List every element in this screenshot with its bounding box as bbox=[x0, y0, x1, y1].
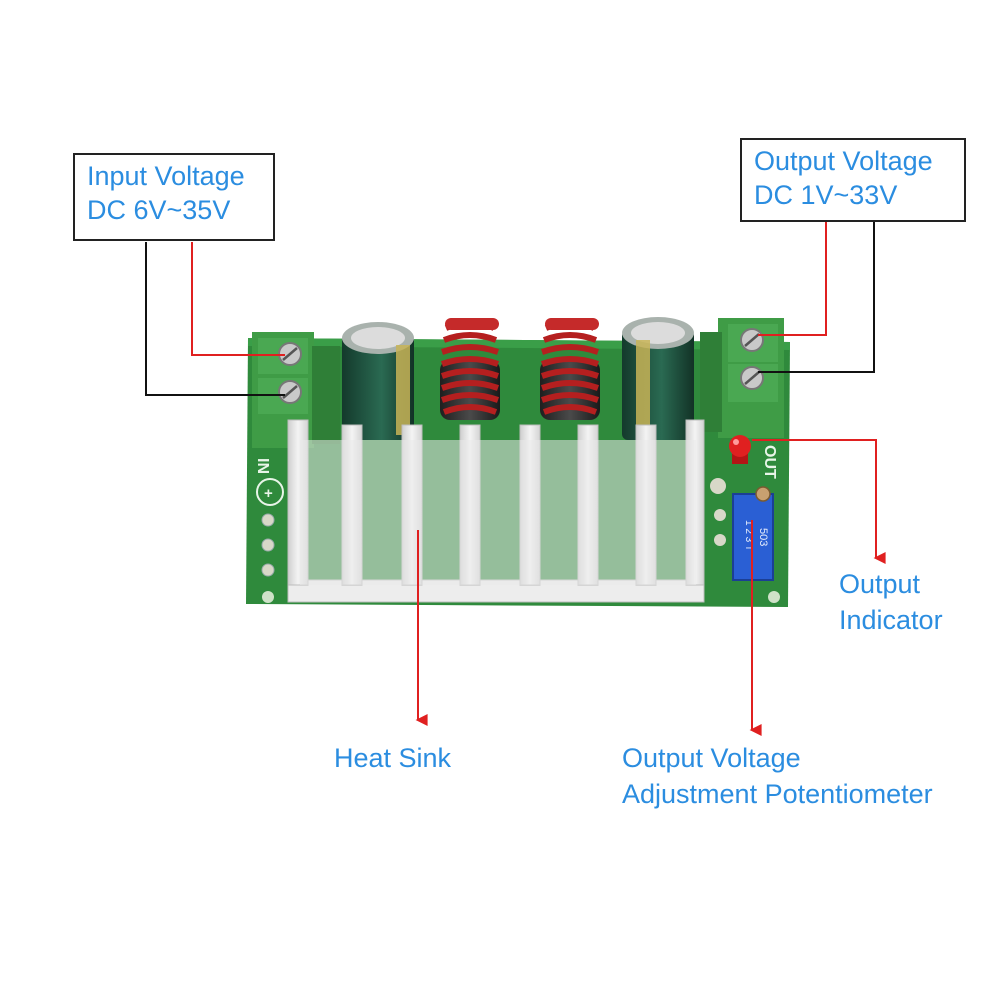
output-voltage-title: Output Voltage bbox=[754, 146, 933, 176]
inductor-left bbox=[440, 318, 500, 420]
svg-text:+: + bbox=[264, 485, 273, 502]
output-capacitor bbox=[622, 317, 694, 440]
output-indicator-line1: Output bbox=[839, 569, 921, 599]
inductor-right bbox=[540, 318, 600, 420]
input-pointer-lines bbox=[145, 242, 285, 396]
heat-sink-text: Heat Sink bbox=[334, 743, 452, 773]
potentiometer-line2: Adjustment Potentiometer bbox=[622, 779, 933, 809]
potentiometer-label: Output Voltage Adjustment Potentiometer bbox=[622, 740, 933, 812]
output-voltage-range: DC 1V~33V bbox=[754, 180, 898, 210]
input-voltage-range: DC 6V~35V bbox=[87, 195, 231, 225]
output-indicator-line2: Indicator bbox=[839, 605, 943, 635]
heat-sink bbox=[287, 419, 705, 603]
output-pointer-lines bbox=[758, 222, 875, 373]
input-voltage-title: Input Voltage bbox=[87, 161, 245, 191]
input-voltage-label: Input Voltage DC 6V~35V bbox=[73, 153, 275, 241]
output-silkscreen-mark: OUT bbox=[761, 445, 778, 479]
heat-sink-label: Heat Sink bbox=[334, 740, 451, 776]
input-silkscreen-mark: IN bbox=[254, 458, 271, 474]
output-voltage-label: Output Voltage DC 1V~33V bbox=[740, 138, 966, 222]
potentiometer-line1: Output Voltage bbox=[622, 743, 801, 773]
output-indicator-led bbox=[729, 435, 751, 464]
output-indicator-label: Output Indicator bbox=[839, 566, 943, 638]
output-terminal-block bbox=[700, 318, 784, 438]
output-indicator-arrow bbox=[752, 439, 886, 564]
potentiometer-marking-123t: 1 2 3 T bbox=[743, 520, 754, 551]
potentiometer-marking-503: 503 bbox=[757, 528, 769, 546]
input-capacitor bbox=[342, 322, 414, 440]
